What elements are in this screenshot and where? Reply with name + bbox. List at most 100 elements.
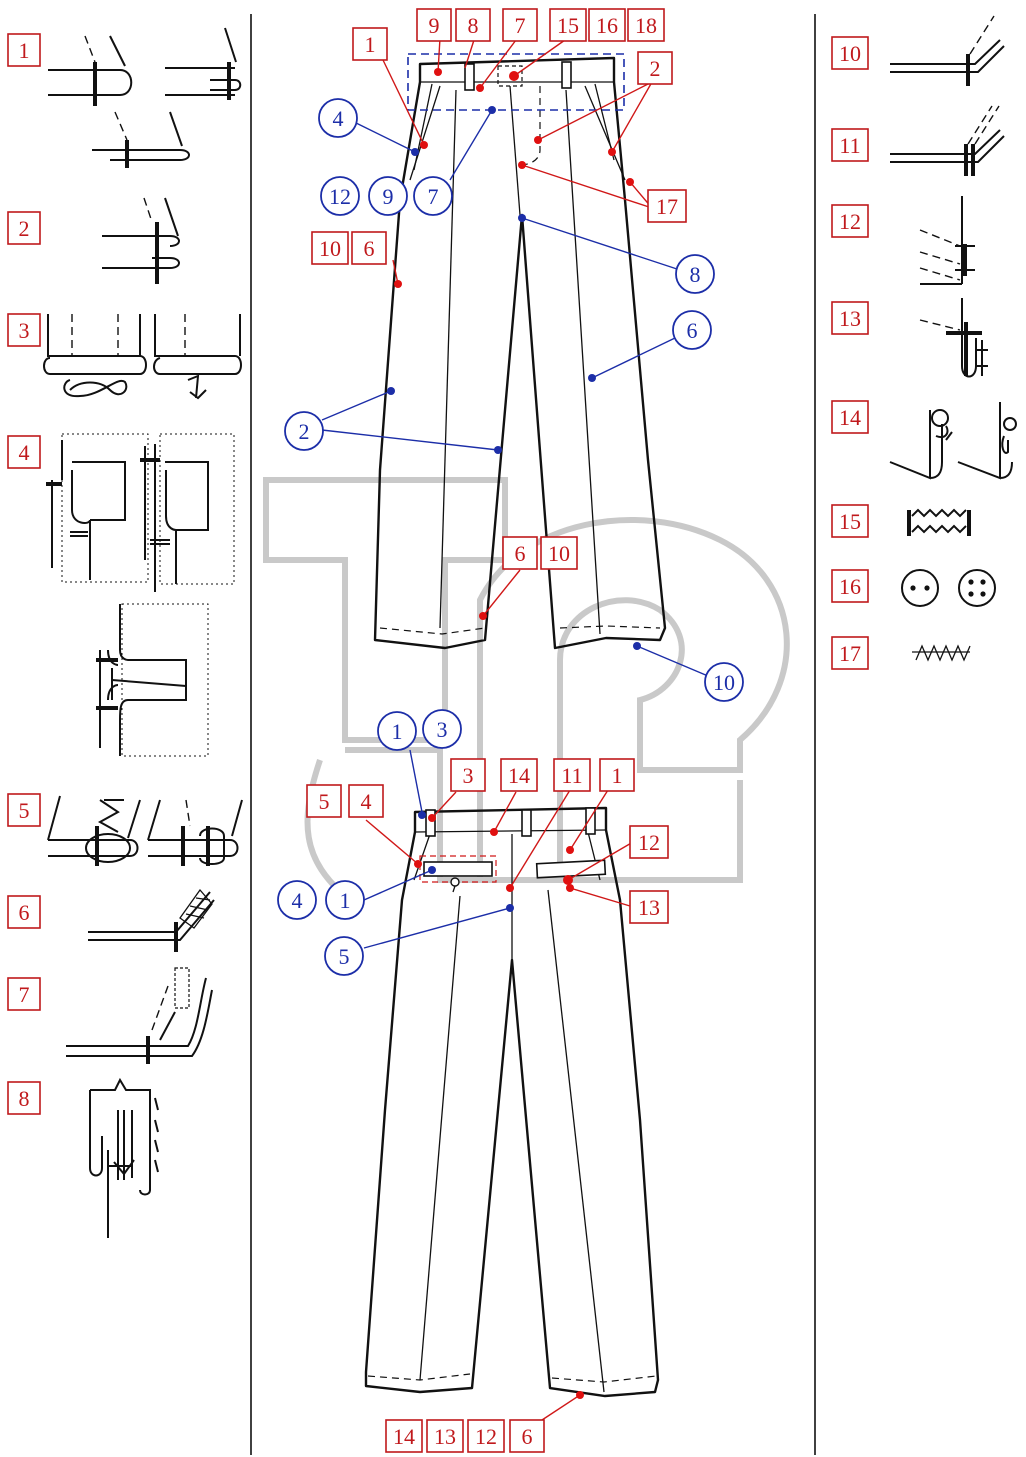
legend-label-8: 8 bbox=[7, 1081, 41, 1115]
svg-text:5: 5 bbox=[19, 798, 30, 823]
seam-symbol-15-bartack bbox=[907, 508, 971, 536]
back-label-12: 12 bbox=[629, 825, 669, 859]
svg-text:12: 12 bbox=[329, 184, 351, 209]
legend-label-3: 3 bbox=[7, 313, 41, 347]
front-label-8: 8 bbox=[455, 8, 491, 42]
back-label-11: 11 bbox=[553, 758, 591, 792]
back-label-3: 3 bbox=[450, 758, 486, 792]
svg-text:1: 1 bbox=[612, 763, 623, 788]
svg-text:10: 10 bbox=[839, 41, 861, 66]
front-hem-label-6: 6 bbox=[502, 536, 538, 570]
svg-text:17: 17 bbox=[656, 194, 678, 219]
svg-text:5: 5 bbox=[319, 789, 330, 814]
front-circle-12: 12 bbox=[320, 176, 360, 216]
back-bottom-label-13: 13 bbox=[426, 1419, 464, 1453]
svg-text:15: 15 bbox=[557, 13, 579, 38]
legend-label-7: 7 bbox=[7, 977, 41, 1011]
seam-symbol-16-buttons bbox=[901, 569, 996, 607]
back-bottom-label-6: 6 bbox=[509, 1419, 545, 1453]
back-label-13: 13 bbox=[629, 890, 669, 924]
seam-symbol-7 bbox=[66, 967, 213, 1064]
front-circle-4: 4 bbox=[318, 98, 358, 138]
back-label-14: 14 bbox=[500, 758, 538, 792]
svg-text:4: 4 bbox=[19, 440, 30, 465]
svg-text:13: 13 bbox=[638, 895, 660, 920]
front-label-17: 17 bbox=[647, 189, 687, 223]
front-label-10: 10 bbox=[311, 231, 349, 265]
front-label-16: 16 bbox=[588, 8, 626, 42]
svg-text:8: 8 bbox=[468, 13, 479, 38]
seam-symbol-3 bbox=[43, 314, 242, 400]
svg-text:13: 13 bbox=[839, 306, 861, 331]
seam-symbol-8 bbox=[89, 1077, 159, 1238]
seam-symbol-10 bbox=[890, 15, 1005, 86]
svg-text:13: 13 bbox=[434, 1424, 456, 1449]
seam-symbol-17 bbox=[912, 644, 971, 662]
front-trousers bbox=[373, 53, 667, 650]
back-circle-5: 5 bbox=[324, 936, 364, 976]
svg-text:9: 9 bbox=[429, 13, 440, 38]
seam-symbol-11 bbox=[890, 105, 1005, 176]
svg-text:1: 1 bbox=[19, 38, 30, 63]
back-circle-1: 1 bbox=[325, 880, 365, 920]
svg-text:16: 16 bbox=[596, 13, 618, 38]
front-label-6: 6 bbox=[351, 231, 387, 265]
svg-text:8: 8 bbox=[19, 1086, 30, 1111]
front-circle-10: 10 bbox=[704, 662, 744, 702]
seam-symbol-14 bbox=[889, 402, 1017, 480]
svg-text:6: 6 bbox=[515, 541, 526, 566]
svg-text:18: 18 bbox=[635, 13, 657, 38]
svg-text:5: 5 bbox=[339, 944, 350, 969]
svg-text:1: 1 bbox=[365, 32, 376, 57]
svg-text:14: 14 bbox=[508, 763, 530, 788]
front-circle-8: 8 bbox=[675, 254, 715, 294]
legend-label-11: 11 bbox=[831, 128, 869, 162]
front-label-9: 9 bbox=[416, 8, 452, 42]
svg-text:4: 4 bbox=[361, 789, 372, 814]
front-circle-2: 2 bbox=[284, 411, 324, 451]
front-circle-9: 9 bbox=[368, 176, 408, 216]
svg-text:3: 3 bbox=[463, 763, 474, 788]
svg-text:7: 7 bbox=[515, 13, 526, 38]
svg-text:10: 10 bbox=[319, 236, 341, 261]
legend-label-4: 4 bbox=[7, 435, 41, 469]
svg-text:2: 2 bbox=[299, 419, 310, 444]
svg-text:7: 7 bbox=[19, 982, 30, 1007]
svg-text:2: 2 bbox=[650, 56, 661, 81]
svg-text:16: 16 bbox=[839, 574, 861, 599]
seam-symbol-1 bbox=[48, 27, 242, 168]
svg-text:17: 17 bbox=[839, 641, 861, 666]
svg-text:3: 3 bbox=[437, 717, 448, 742]
legend-label-5: 5 bbox=[7, 793, 41, 827]
svg-text:4: 4 bbox=[292, 888, 303, 913]
back-circle-3: 3 bbox=[422, 709, 462, 749]
seam-symbol-2 bbox=[102, 197, 180, 284]
legend-label-6: 6 bbox=[7, 895, 41, 929]
seam-symbol-4 bbox=[46, 433, 235, 757]
front-label-1: 1 bbox=[352, 27, 388, 61]
svg-text:11: 11 bbox=[561, 763, 582, 788]
svg-text:7: 7 bbox=[428, 184, 439, 209]
svg-text:14: 14 bbox=[393, 1424, 415, 1449]
seam-symbol-6 bbox=[88, 888, 215, 952]
svg-text:3: 3 bbox=[19, 318, 30, 343]
back-trousers bbox=[364, 806, 660, 1398]
back-circle-1-top: 1 bbox=[377, 711, 417, 751]
svg-text:10: 10 bbox=[548, 541, 570, 566]
back-bottom-label-14: 14 bbox=[385, 1419, 423, 1453]
back-circle-4: 4 bbox=[277, 880, 317, 920]
svg-text:9: 9 bbox=[383, 184, 394, 209]
legend-label-15: 15 bbox=[831, 504, 869, 538]
front-circle-7: 7 bbox=[413, 176, 453, 216]
seam-symbol-5 bbox=[47, 795, 243, 866]
svg-text:2: 2 bbox=[19, 216, 30, 241]
svg-text:15: 15 bbox=[839, 509, 861, 534]
svg-text:6: 6 bbox=[19, 900, 30, 925]
svg-text:8: 8 bbox=[690, 262, 701, 287]
legend-label-10: 10 bbox=[831, 36, 869, 70]
svg-text:14: 14 bbox=[839, 405, 861, 430]
front-label-18: 18 bbox=[627, 8, 665, 42]
seam-symbol-12 bbox=[919, 196, 975, 285]
legend-label-2: 2 bbox=[7, 211, 41, 245]
legend-label-14: 14 bbox=[831, 400, 869, 434]
